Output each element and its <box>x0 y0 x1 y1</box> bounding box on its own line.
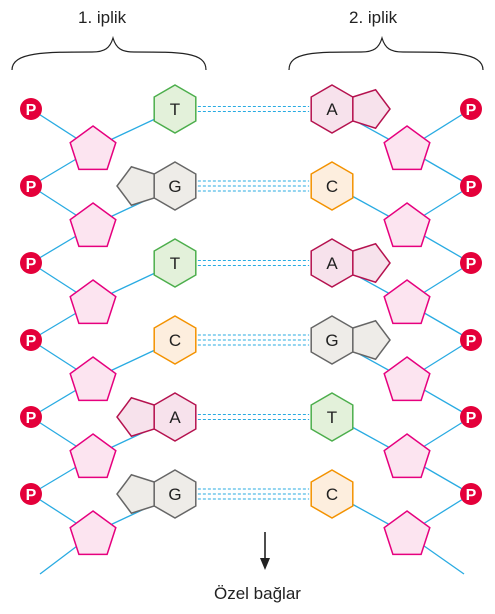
phosphate-left <box>20 252 42 274</box>
sugar-left <box>69 510 117 556</box>
base-right-ring <box>352 242 391 284</box>
base-left <box>153 84 197 134</box>
base-right <box>310 161 354 211</box>
phosphate-left <box>20 329 42 351</box>
base-label-left: C <box>169 331 181 350</box>
sugar-right <box>383 279 431 325</box>
base-label-right: A <box>326 254 338 273</box>
phosphate-label: P <box>26 487 37 504</box>
base-label-right: A <box>326 100 338 119</box>
base-left-ring <box>116 165 155 207</box>
sugar-left <box>69 356 117 402</box>
base-left <box>153 315 197 365</box>
sugar-right <box>383 202 431 248</box>
base-left <box>153 238 197 288</box>
sugar-left <box>69 433 117 479</box>
base-left-ring <box>116 473 155 515</box>
phosphate-label: P <box>466 487 477 504</box>
base-label-right: T <box>327 408 337 427</box>
sugar-right <box>383 433 431 479</box>
bonds-arrow <box>260 532 270 570</box>
phosphate-label: P <box>466 256 477 273</box>
base-label-right: C <box>326 485 338 504</box>
phosphate-label: P <box>466 179 477 196</box>
base-left <box>153 392 197 442</box>
phosphate-label: P <box>26 410 37 427</box>
phosphate-right <box>460 483 482 505</box>
strand-label-left: 1. iplik <box>78 8 127 27</box>
sugar-left <box>69 125 117 171</box>
base-label-right: G <box>325 331 338 350</box>
phosphate-left <box>20 483 42 505</box>
base-right <box>310 469 354 519</box>
base-left <box>153 161 197 211</box>
base-left <box>153 469 197 519</box>
sugar-left <box>69 202 117 248</box>
phosphate-label: P <box>26 333 37 350</box>
phosphate-label: P <box>26 179 37 196</box>
sugar-right <box>383 510 431 556</box>
phosphate-right <box>460 175 482 197</box>
phosphate-right <box>460 406 482 428</box>
phosphate-left <box>20 406 42 428</box>
phosphate-left <box>20 175 42 197</box>
phosphate-left <box>20 98 42 120</box>
phosphate-right <box>460 252 482 274</box>
base-label-left: G <box>168 177 181 196</box>
base-right <box>310 392 354 442</box>
sugar-left <box>69 279 117 325</box>
phosphate-right <box>460 98 482 120</box>
phosphate-right <box>460 329 482 351</box>
phosphate-label: P <box>466 102 477 119</box>
base-label-left: T <box>170 100 180 119</box>
base-right <box>310 238 354 288</box>
base-left-ring <box>116 396 155 438</box>
base-right-ring <box>352 319 391 361</box>
phosphate-label: P <box>466 410 477 427</box>
base-right <box>310 315 354 365</box>
base-label-left: G <box>168 485 181 504</box>
phosphate-label: P <box>466 333 477 350</box>
strand-brace-right <box>288 35 484 71</box>
base-label-right: C <box>326 177 338 196</box>
phosphate-label: P <box>26 256 37 273</box>
strand-brace-left <box>11 35 207 71</box>
base-right <box>310 84 354 134</box>
base-label-left: T <box>170 254 180 273</box>
sugar-right <box>383 125 431 171</box>
phosphate-label: P <box>26 102 37 119</box>
strand-label-right: 2. iplik <box>349 8 398 27</box>
sugar-right <box>383 356 431 402</box>
base-label-left: A <box>169 408 181 427</box>
bonds-label: Özel bağlar <box>214 584 301 603</box>
base-right-ring <box>352 88 391 130</box>
